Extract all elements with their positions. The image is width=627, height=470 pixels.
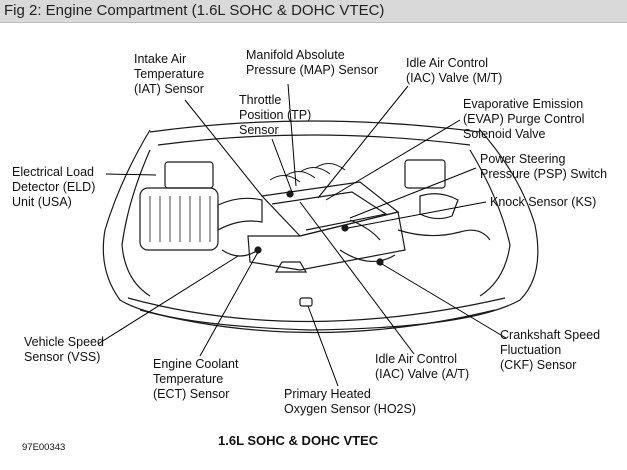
label-ect-sensor: Engine Coolant Temperature (ECT) Sensor — [153, 357, 239, 401]
valve-cover-ridge — [271, 191, 388, 231]
label-ckf-sensor: Crankshaft Speed Fluctuation (CKF) Senso… — [500, 328, 601, 372]
hose-a — [221, 249, 259, 257]
fuse-box — [404, 159, 446, 189]
label-iac-valve-at: Idle Air Control (IAC) Valve (A/T) — [375, 352, 470, 381]
leader-eld — [105, 173, 157, 176]
figure-title-bar: Fig 2: Engine Compartment (1.6L SOHC & D… — [0, 0, 627, 23]
label-iac-valve-mt: Idle Air Control (IAC) Valve (M/T) — [406, 56, 503, 85]
label-ho2s: Primary Heated Oxygen Sensor (HO2S) — [284, 387, 416, 416]
leader-ho2s — [307, 305, 339, 387]
battery — [164, 161, 214, 189]
fender-outline — [102, 129, 539, 331]
leader-ect — [199, 251, 259, 357]
inner-fender-left — [121, 149, 151, 297]
leader-tp — [271, 138, 293, 193]
inner-fender-right — [469, 149, 511, 297]
leader-iac-mt — [317, 85, 409, 199]
leader-evap — [325, 119, 461, 201]
figure-title: Fig 2: Engine Compartment (1.6L SOHC & D… — [4, 2, 385, 19]
label-eld-unit: Electrical Load Detector (ELD) Unit (USA… — [12, 165, 96, 209]
cowl-inner — [157, 134, 471, 146]
ks-sensor-dot — [341, 224, 349, 232]
label-evap-valve: Evaporative Emission (EVAP) Purge Contro… — [463, 97, 585, 141]
radiator-hose — [397, 229, 491, 241]
leader-vss — [97, 255, 239, 345]
engine-compartment-drawing — [97, 83, 539, 387]
label-knock-sensor: Knock Sensor (KS) — [490, 195, 597, 209]
hose-b — [339, 249, 396, 262]
leader-ks — [347, 201, 487, 229]
tp-sensor-dot — [286, 190, 294, 198]
label-map-sensor: Manifold Absolute Pressure (MAP) Sensor — [246, 48, 378, 77]
label-psp-switch: Power Steering Pressure (PSP) Switch — [480, 152, 608, 181]
label-vss: Vehicle Speed Sensor (VSS) — [24, 335, 104, 364]
cowl-line — [149, 120, 481, 133]
hood-latch — [274, 261, 308, 273]
front-bumper — [127, 297, 506, 323]
leader-lines — [97, 83, 507, 387]
intake-duct — [217, 197, 263, 232]
figure-code: 97E00343 — [22, 442, 66, 453]
label-tp-sensor: Throttle Position (TP) Sensor — [239, 93, 312, 137]
leader-iac-at — [299, 201, 415, 355]
engine-block — [247, 211, 406, 271]
hose-c — [349, 219, 381, 241]
label-iat-sensor: Intake Air Temperature (IAT) Sensor — [134, 52, 205, 96]
ckf-sensor-dot — [376, 258, 384, 266]
figure-caption: 1.6L SOHC & DOHC VTEC — [218, 433, 379, 448]
leader-map — [287, 83, 297, 187]
leader-ckf — [381, 263, 507, 339]
ps-reservoir — [419, 193, 459, 220]
ho2s-part — [299, 297, 313, 307]
bumper-lower — [139, 309, 496, 334]
leader-psp — [349, 167, 477, 219]
air-cleaner-box — [139, 187, 219, 251]
intake-runners — [269, 163, 346, 183]
leader-iat — [184, 99, 263, 197]
air-cleaner-ribs — [149, 196, 211, 242]
